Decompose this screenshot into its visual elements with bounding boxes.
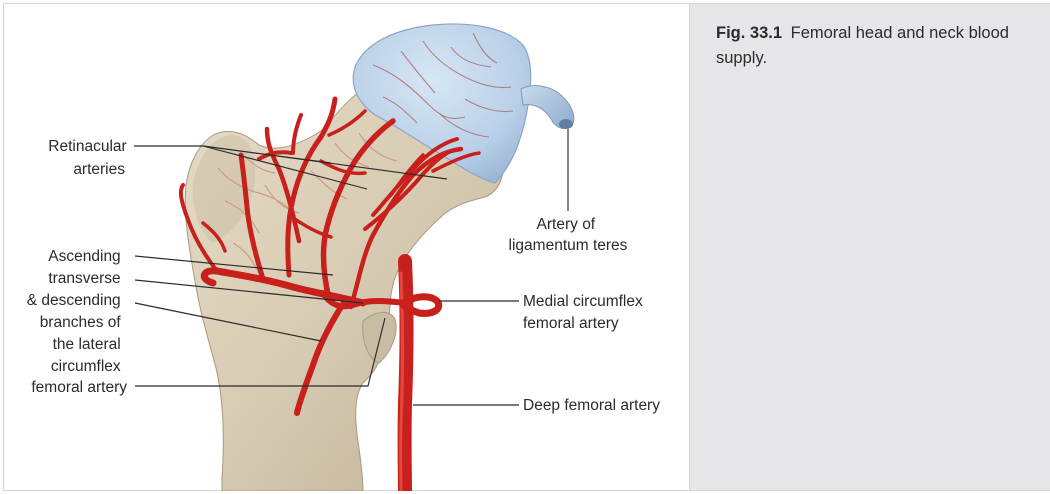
label-deep-femoral-artery: Deep femoral artery [523,397,660,414]
label-line: Medial circumflex [523,293,643,310]
label-medial-circumflex-femoral-artery: Medial circumflex femoral artery [523,293,647,332]
label-artery-ligamentum-teres: Artery of ligamentum teres [509,216,628,254]
label-line: Ascending [48,248,120,265]
label-line: arteries [73,161,125,178]
figure-number: Fig. 33.1 [716,24,782,42]
label-line: Artery of [537,216,596,233]
label-line: Deep femoral artery [523,397,660,414]
caption-panel: Fig. 33.1 Femoral head and neck blood su… [690,3,1050,491]
label-line: Retinacular [48,138,126,155]
figure-caption: Fig. 33.1 Femoral head and neck blood su… [716,21,1026,71]
ligamentum-teres-end [559,119,573,129]
label-line: circumflex [51,358,121,375]
label-line: branches of [40,314,122,331]
label-line: the lateral [53,336,121,353]
label-line: ligamentum teres [509,237,628,254]
label-line: transverse [48,270,120,287]
label-retinacular-arteries: Retinacular arteries [48,138,131,178]
label-line: femoral artery [31,379,127,396]
femur-illustration: Retinacular arteries Artery of ligamentu… [3,3,690,491]
label-lateral-circumflex-branches: Ascending transverse & descending branch… [27,248,127,396]
label-line: & descending [27,292,121,309]
label-line: femoral artery [523,315,619,332]
deep-femoral-artery [401,261,407,491]
